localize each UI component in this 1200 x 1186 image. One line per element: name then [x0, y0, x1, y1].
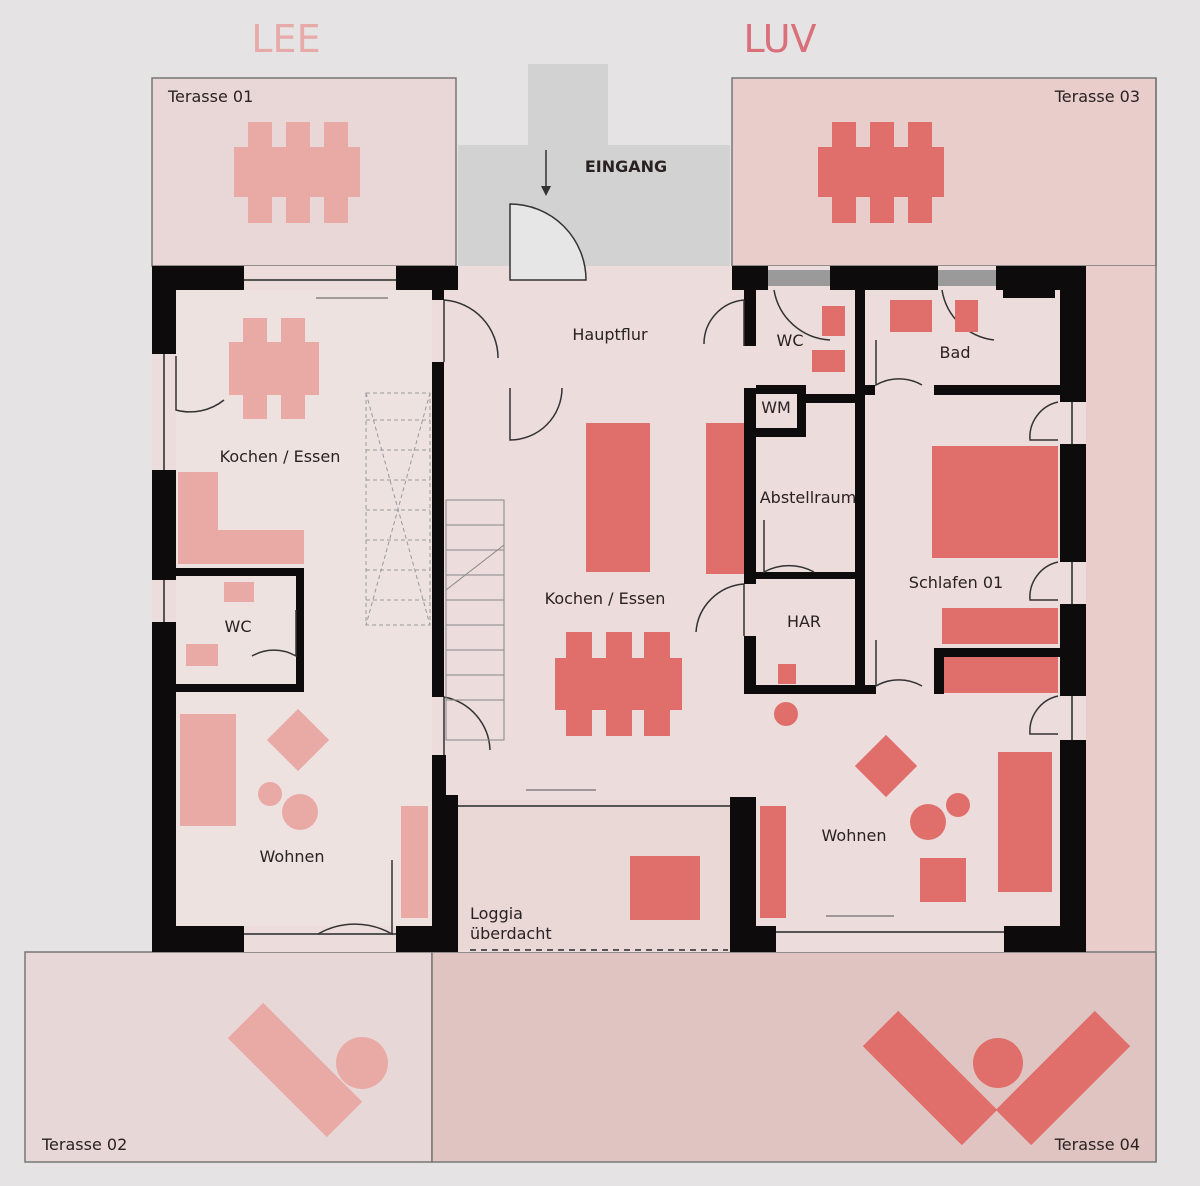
luv-label: LUV: [743, 17, 816, 61]
room-bad: Bad: [940, 343, 971, 362]
bed: [932, 446, 1058, 558]
terrace-04-area: [431, 951, 1157, 1163]
wardrobe: [942, 608, 1058, 644]
entrance-door: [509, 203, 587, 281]
lounger-left: [227, 1002, 363, 1138]
room-kochen-essen-left: Kochen / Essen: [220, 447, 341, 466]
terrace-03-table: [818, 147, 944, 197]
room-wohnen-left: Wohnen: [260, 847, 325, 866]
doors: [175, 150, 1059, 936]
room-loggia-covered: überdacht: [470, 924, 552, 943]
kitchen-island: [586, 423, 650, 572]
room-wohnen-right: Wohnen: [822, 826, 887, 845]
terrace-right-strip: [1086, 266, 1156, 952]
room-wc-right: WC: [777, 331, 804, 350]
sofa-left: [180, 714, 236, 826]
walls: [152, 266, 1086, 952]
room-wc-left: WC: [225, 617, 252, 636]
terrace-01-table: [234, 147, 360, 197]
staircase-left: [365, 392, 431, 626]
furniture-luv: [555, 122, 1131, 1146]
room-har: HAR: [787, 612, 821, 631]
room-schlafen-01: Schlafen 01: [909, 573, 1003, 592]
sofa-right: [998, 752, 1052, 892]
terrace-02-label: Terasse 02: [41, 1135, 127, 1154]
lounger-right-2: [995, 1010, 1131, 1146]
entrance-label: EINGANG: [585, 157, 667, 176]
lee-label: LEE: [251, 17, 320, 61]
lounger-right-1: [862, 1010, 998, 1146]
terrace-03-label: Terasse 03: [1054, 87, 1140, 106]
dining-table-left: [229, 342, 319, 395]
room-wm: WM: [761, 398, 791, 417]
dining-table-center: [555, 658, 682, 710]
staircase-center: [445, 499, 505, 741]
windows: [163, 270, 1073, 935]
terrace-04-label: Terasse 04: [1054, 1135, 1140, 1154]
furniture-lee: [178, 122, 428, 1138]
room-kochen-essen-center: Kochen / Essen: [545, 589, 666, 608]
kitchen-counter-left: [178, 472, 218, 532]
room-loggia: Loggia: [470, 904, 523, 923]
terrace-01-label: Terasse 01: [167, 87, 253, 106]
room-abstellraum: Abstellraum: [760, 488, 857, 507]
room-hauptflur: Hauptflur: [572, 325, 648, 344]
